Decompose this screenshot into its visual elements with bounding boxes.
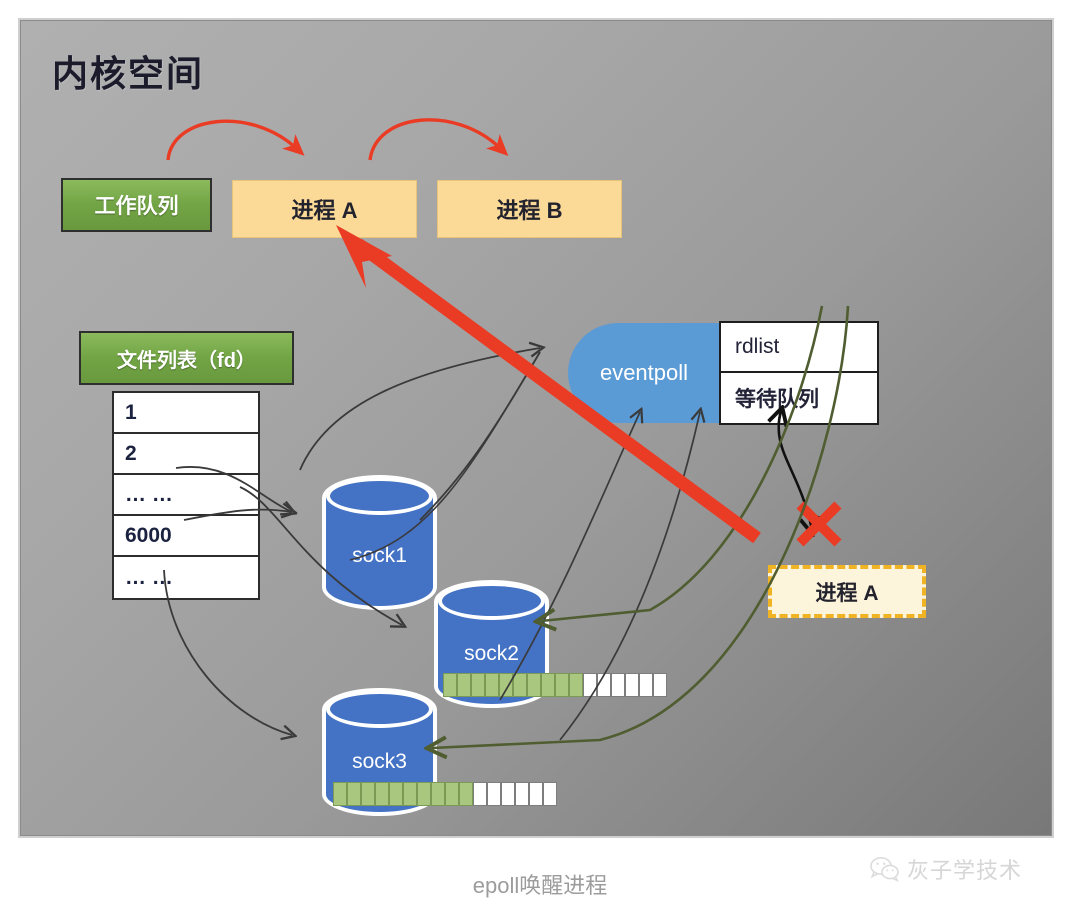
buffer-cell (487, 782, 501, 806)
kernel-space-canvas: 内核空间 工作队列 进程 A 进程 B 文件列表（fd） 1 2 … … 600… (18, 18, 1054, 838)
socket-cylinder-sock1: sock1 (322, 475, 437, 610)
socket-label: sock1 (352, 544, 407, 567)
buffer-cell (569, 673, 583, 697)
socket-label: sock3 (352, 750, 407, 773)
buffer-cell (541, 673, 555, 697)
cylinder-top (438, 582, 545, 620)
buffer-cell (403, 782, 417, 806)
fd-row: 1 (114, 393, 258, 434)
eventpoll-rdlist-cell: rdlist (721, 323, 877, 373)
file-descriptor-table: 1 2 … … 6000 … … (112, 391, 260, 600)
eventpoll-label: eventpoll (599, 360, 689, 385)
buffer-cell (515, 782, 529, 806)
eventpoll-waitqueue-cell: 等待队列 (735, 388, 819, 411)
buffer-cell (639, 673, 653, 697)
file-list-label: 文件列表（fd） (117, 349, 256, 372)
buffer-cell (361, 782, 375, 806)
eventpoll-box: eventpoll (568, 323, 720, 423)
buffer-cell (513, 673, 527, 697)
buffer-cell (333, 782, 347, 806)
buffer-cell (347, 782, 361, 806)
fd-row: 6000 (114, 516, 258, 557)
file-list-label-box: 文件列表（fd） (79, 331, 294, 385)
watermark-text: 灰子学技术 (907, 858, 1023, 883)
buffer-cell (583, 673, 597, 697)
cylinder-top (326, 690, 433, 728)
socket-label: sock2 (464, 642, 519, 665)
buffer-cell (611, 673, 625, 697)
fd-row: … … (125, 565, 173, 589)
buffer-cell (529, 782, 543, 806)
buffer-cell (389, 782, 403, 806)
buffer-cell (473, 782, 487, 806)
buffer-cell (597, 673, 611, 697)
socket-buffer-sock3 (333, 782, 557, 806)
buffer-cell (445, 782, 459, 806)
watermark: 灰子学技术 (870, 853, 1022, 885)
eventpoll-fields-table: rdlist 等待队列 (719, 321, 879, 425)
fd-row: 2 (114, 434, 258, 475)
wechat-icon (870, 857, 899, 882)
work-queue-label: 工作队列 (94, 195, 179, 218)
buffer-cell (443, 673, 457, 697)
sleeping-process-a-box: 进程 A (768, 565, 926, 618)
fd-row: … … (114, 475, 258, 516)
buffer-cell (555, 673, 569, 697)
process-a-box: 进程 A (232, 180, 417, 238)
buffer-cell (375, 782, 389, 806)
buffer-cell (653, 673, 667, 697)
process-b-label: 进程 B (496, 198, 563, 223)
buffer-cell (527, 673, 541, 697)
socket-buffer-sock2 (443, 673, 667, 697)
buffer-cell (457, 673, 471, 697)
process-a-label: 进程 A (291, 198, 358, 223)
buffer-cell (485, 673, 499, 697)
page-title: 内核空间 (52, 53, 205, 94)
buffer-cell (625, 673, 639, 697)
buffer-cell (459, 782, 473, 806)
work-queue-box: 工作队列 (61, 178, 212, 232)
buffer-cell (431, 782, 445, 806)
buffer-cell (499, 673, 513, 697)
figure-caption: epoll唤醒进程 (472, 873, 608, 898)
cylinder-top (326, 477, 433, 515)
sleeping-process-a-label: 进程 A (815, 581, 879, 605)
buffer-cell (543, 782, 557, 806)
process-b-box: 进程 B (437, 180, 622, 238)
buffer-cell (417, 782, 431, 806)
buffer-cell (501, 782, 515, 806)
buffer-cell (471, 673, 485, 697)
